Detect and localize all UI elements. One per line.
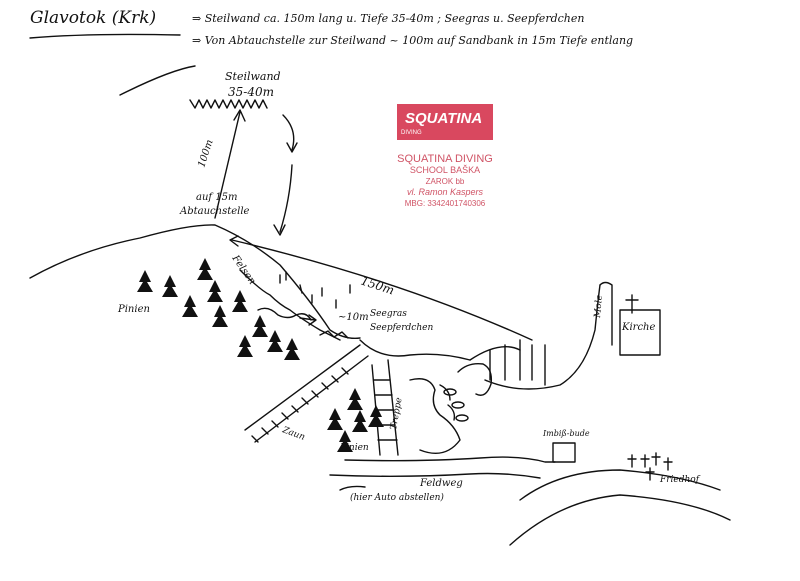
stamp-school: SCHOOL BAŠKA: [409, 165, 481, 175]
label-imbiss: Imbiß-bude: [542, 429, 590, 438]
label-depth-10: ~10m: [338, 312, 369, 323]
tree-icon: [352, 410, 368, 432]
squatina-logo: SQUATINA DIVING: [397, 104, 493, 140]
header-line-2: ⇒ Von Abtauchstelle zur Steilwand ~ 100m…: [192, 34, 634, 47]
church: [619, 309, 661, 356]
pier: [489, 339, 546, 386]
tree-icon: [237, 335, 253, 357]
route-wall-zigzag: [189, 99, 268, 109]
tree-icon: [327, 408, 343, 430]
route-arrow-long: [279, 164, 293, 233]
fence: [244, 344, 369, 443]
dive-school-stamp: SQUATINA DIVING SQUATINA DIVING SCHOOL B…: [380, 104, 510, 209]
tree-icon: [207, 280, 223, 302]
tree-icon: [284, 338, 300, 360]
title-underline: [29, 33, 181, 39]
imbiss-box: [552, 442, 576, 463]
label-100m: 100m: [196, 138, 215, 169]
friedhof-cross-icon: [627, 452, 673, 481]
label-pinien-left: Pinien: [117, 304, 150, 315]
upper-curve: [119, 65, 196, 96]
label-feldweg: Feldweg: [419, 478, 463, 489]
church-cross-icon: [625, 294, 639, 314]
label-pinien-bottom: Pinien: [339, 443, 369, 453]
label-mole: Mole: [593, 295, 605, 320]
label-treppe: Treppe: [389, 397, 404, 431]
tree-icon: [232, 290, 248, 312]
tree-icon: [337, 430, 353, 452]
stamp-name: SQUATINA DIVING: [397, 153, 493, 165]
label-abtauchstelle: Abtauchstelle: [179, 206, 250, 217]
label-friedhof: Friedhof: [659, 475, 701, 485]
dist-150-line: [231, 239, 533, 341]
label-zaun: Zaun: [280, 425, 306, 443]
label-kirche: Kirche: [621, 322, 655, 333]
label-150m: 150m: [359, 274, 396, 298]
label-abtauch: auf 15m: [196, 192, 238, 203]
coastline: [29, 224, 361, 340]
pinien-trees: [137, 258, 384, 452]
tree-icon: [197, 258, 213, 280]
route-arrow-down-right: [282, 114, 295, 151]
stamp-mbg: MBG: 3342401740306: [404, 199, 486, 208]
tree-icon: [347, 388, 363, 410]
tree-icon: [267, 330, 283, 352]
header-line-1: ⇒ Steilwand ca. 150m lang u. Tiefe 35-40…: [192, 12, 585, 25]
label-seegras: Seegras: [370, 309, 407, 319]
tree-icon: [137, 270, 153, 292]
rocks-scribble: [239, 269, 341, 341]
tree-icon: [182, 295, 198, 317]
logo-sub: DIVING: [401, 130, 422, 136]
stamp-owner: vl. Ramon Kaspers: [406, 187, 484, 197]
label-steilwand: Steilwand: [225, 70, 281, 83]
tree-icon: [368, 405, 384, 427]
tree-icon: [212, 305, 228, 327]
route-arrow-up: [214, 111, 241, 219]
shore-path: [359, 339, 471, 361]
stamp-address: ZAROK bb: [425, 177, 465, 186]
label-seepferdchen: Seepferdchen: [370, 323, 433, 333]
label-depth: 35-40m: [228, 85, 274, 99]
harbour: [409, 378, 461, 454]
site-name: Glavotok (Krk): [30, 8, 157, 28]
tree-icon: [252, 315, 268, 337]
logo-text: SQUATINA: [405, 110, 483, 127]
tree-icon: [162, 275, 178, 297]
label-felsen: Felsen: [229, 253, 258, 287]
label-parking: (hier Auto abstellen): [350, 492, 444, 503]
feldweg: [344, 456, 556, 463]
